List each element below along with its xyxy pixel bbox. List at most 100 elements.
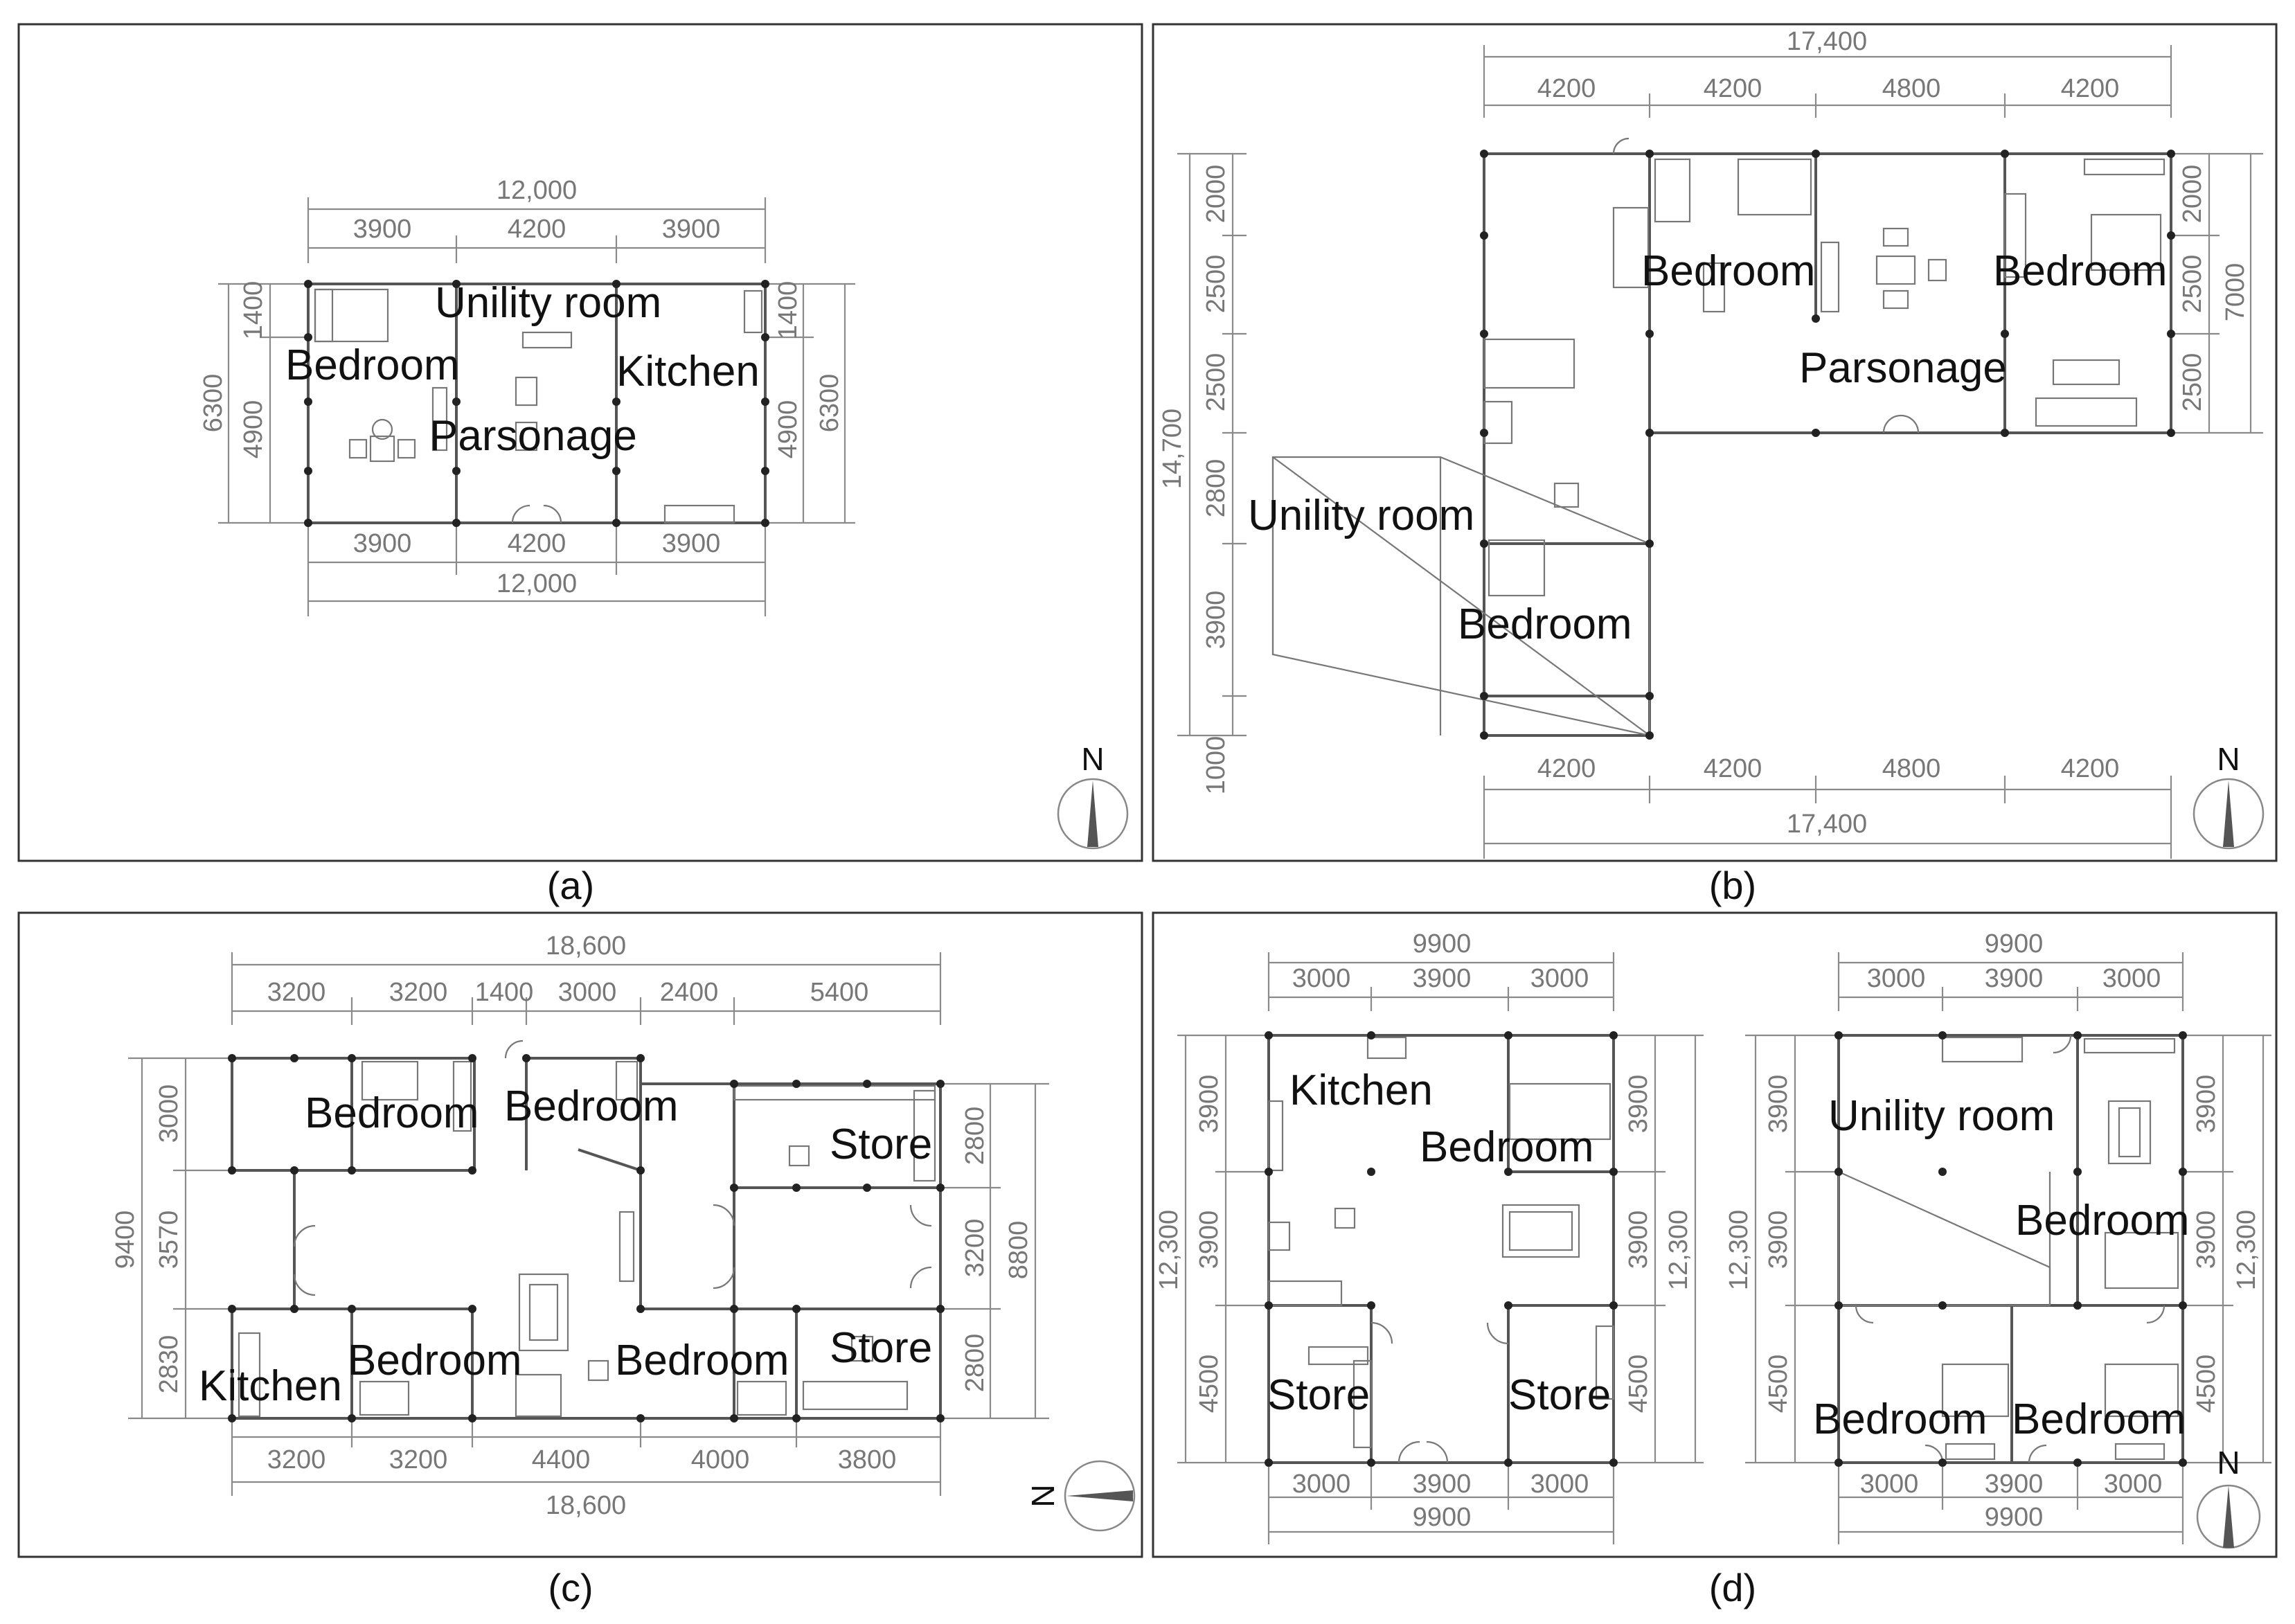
a-room-bedroom: Bedroom <box>285 341 460 389</box>
a-dim-total-top: 12,000 <box>497 176 577 205</box>
b-dim-top-4: 4200 <box>2061 74 2120 103</box>
c-dim-top-6: 5400 <box>810 978 869 1007</box>
a-room-parsonage: Parsonage <box>429 412 637 460</box>
c-room-store-2: Store <box>830 1324 932 1372</box>
d2-dim-top-1: 3000 <box>1867 964 1926 993</box>
a-north-label: N <box>1081 741 1104 777</box>
panel-d-frame <box>1152 911 2278 1558</box>
d1-dim-bottom-1: 3000 <box>1292 1470 1351 1499</box>
d2-dim-left-total: 12,300 <box>1724 1210 1753 1290</box>
c-dim-total-bottom: 18,600 <box>546 1491 626 1520</box>
c-dim-top-1: 3200 <box>267 978 326 1007</box>
c-dim-top-3: 1400 <box>475 978 534 1007</box>
d2-dim-left-2: 3900 <box>1764 1211 1793 1269</box>
a-dim-bottom-2: 4200 <box>508 529 566 558</box>
panel-b-frame <box>1152 23 2278 862</box>
c-dim-total-top: 18,600 <box>546 931 626 961</box>
d1-dim-right-3: 4500 <box>1624 1355 1653 1413</box>
c-dim-right-2: 3200 <box>961 1219 990 1278</box>
panel-d-right-plan: 9900 3000 3900 3000 3000 3900 3000 9900 … <box>1724 929 2271 1549</box>
d1-dim-bottom-2: 3900 <box>1413 1470 1472 1499</box>
b-north-compass: N <box>2193 741 2265 850</box>
caption-b: (b) <box>1709 864 1756 907</box>
c-dim-left-2: 3570 <box>154 1211 184 1269</box>
c-dim-left-1: 3000 <box>154 1085 184 1143</box>
d2-dim-right-1: 3900 <box>2192 1075 2221 1134</box>
d1-dim-right-1: 3900 <box>1624 1075 1653 1134</box>
c-dim-bottom-4: 4000 <box>691 1445 750 1474</box>
b-dim-left-total: 14,700 <box>1158 409 1187 489</box>
c-dim-left-3: 2830 <box>154 1335 184 1394</box>
b-room-bedroom-1: Bedroom <box>1641 247 1816 295</box>
d2-room-bedroom-3: Bedroom <box>2012 1395 2186 1443</box>
b-north-label: N <box>2217 741 2240 777</box>
c-dim-bottom-3: 4400 <box>532 1445 591 1474</box>
d1-dim-left-3: 4500 <box>1195 1355 1224 1413</box>
c-dim-top-5: 2400 <box>660 978 719 1007</box>
d1-dim-right-2: 3900 <box>1624 1211 1653 1269</box>
b-dim-left-6: 1000 <box>1202 736 1231 795</box>
d2-dim-bottom-2: 3900 <box>1985 1470 2044 1499</box>
d-north-label: N <box>2217 1445 2240 1481</box>
c-dim-left-total: 9400 <box>111 1211 140 1269</box>
d2-dim-top-2: 3900 <box>1985 964 2044 993</box>
panel-a-frame <box>17 23 1143 862</box>
b-dim-right-3: 2500 <box>2178 353 2207 412</box>
d1-room-store-1: Store <box>1267 1371 1370 1419</box>
b-dim-left-5: 3900 <box>1202 591 1231 650</box>
d1-dim-total-top: 9900 <box>1413 929 1472 958</box>
b-dim-bottom-3: 4800 <box>1882 754 1941 783</box>
d1-room-bedroom: Bedroom <box>1420 1123 1594 1171</box>
b-dim-right-1: 2000 <box>2178 165 2207 224</box>
d1-dim-left-total: 12,300 <box>1154 1210 1184 1290</box>
a-dim-bottom-3: 3900 <box>662 529 721 558</box>
a-dim-top-2: 4200 <box>508 215 566 244</box>
d2-room-bedroom-2: Bedroom <box>1813 1395 1988 1443</box>
b-dim-left-3: 2500 <box>1202 353 1231 412</box>
d1-dim-left-1: 3900 <box>1195 1075 1224 1134</box>
b-room-parsonage: Parsonage <box>1799 344 2007 392</box>
a-dim-left-1: 1400 <box>239 281 268 340</box>
b-room-bedroom-2: Bedroom <box>1993 247 2168 295</box>
d2-dim-left-1: 3900 <box>1764 1075 1793 1134</box>
c-dim-right-total: 8800 <box>1004 1221 1033 1280</box>
caption-a: (a) <box>547 864 594 907</box>
d2-dim-total-top: 9900 <box>1985 929 2044 958</box>
a-dim-total-bottom: 12,000 <box>497 569 577 598</box>
a-room-kitchen: Kitchen <box>616 348 760 395</box>
b-dim-total-bottom: 17,400 <box>1787 810 1867 839</box>
a-dim-right-2: 4900 <box>774 400 803 459</box>
a-room-utility: Unility room <box>435 279 661 327</box>
b-dim-top-1: 4200 <box>1537 74 1596 103</box>
d-north-compass: N <box>2196 1445 2261 1549</box>
b-dim-bottom-1: 4200 <box>1537 754 1596 783</box>
d1-dim-right-total: 12,300 <box>1664 1210 1693 1290</box>
c-dim-bottom-2: 3200 <box>389 1445 448 1474</box>
c-dim-bottom-5: 3800 <box>838 1445 897 1474</box>
a-dim-left-2: 4900 <box>239 400 268 459</box>
a-north-compass: N <box>1057 741 1129 850</box>
d1-dim-top-2: 3900 <box>1413 964 1472 993</box>
b-dim-top-2: 4200 <box>1704 74 1762 103</box>
panel-c-plan: 18,600 3200 3200 1400 3000 2400 5400 320… <box>111 931 1136 1532</box>
panel-a-plan: 12,000 3900 4200 3900 3900 4200 3900 12,… <box>199 176 1129 850</box>
b-dim-left-2: 2500 <box>1202 255 1231 314</box>
d1-dim-total-bottom: 9900 <box>1413 1503 1472 1532</box>
c-dim-right-1: 2800 <box>961 1107 990 1166</box>
d2-dim-right-3: 4500 <box>2192 1355 2221 1413</box>
d2-dim-top-3: 3000 <box>2102 964 2161 993</box>
panel-d-left-plan: 9900 3000 3900 3000 3000 3900 3000 9900 … <box>1154 929 1704 1544</box>
c-room-bedroom-1: Bedroom <box>305 1089 479 1137</box>
c-north-compass: N <box>1025 1460 1136 1532</box>
d1-room-store-2: Store <box>1508 1371 1611 1419</box>
c-room-store-1: Store <box>830 1121 932 1168</box>
c-north-label: N <box>1025 1484 1061 1507</box>
a-dim-right-total: 6300 <box>815 374 844 433</box>
a-dim-right-1: 1400 <box>774 281 803 340</box>
c-dim-top-2: 3200 <box>389 978 448 1007</box>
b-dim-total-top: 17,400 <box>1787 27 1867 56</box>
b-dim-top-3: 4800 <box>1882 74 1941 103</box>
b-dim-bottom-4: 4200 <box>2061 754 2120 783</box>
d2-dim-bottom-1: 3000 <box>1860 1470 1919 1499</box>
